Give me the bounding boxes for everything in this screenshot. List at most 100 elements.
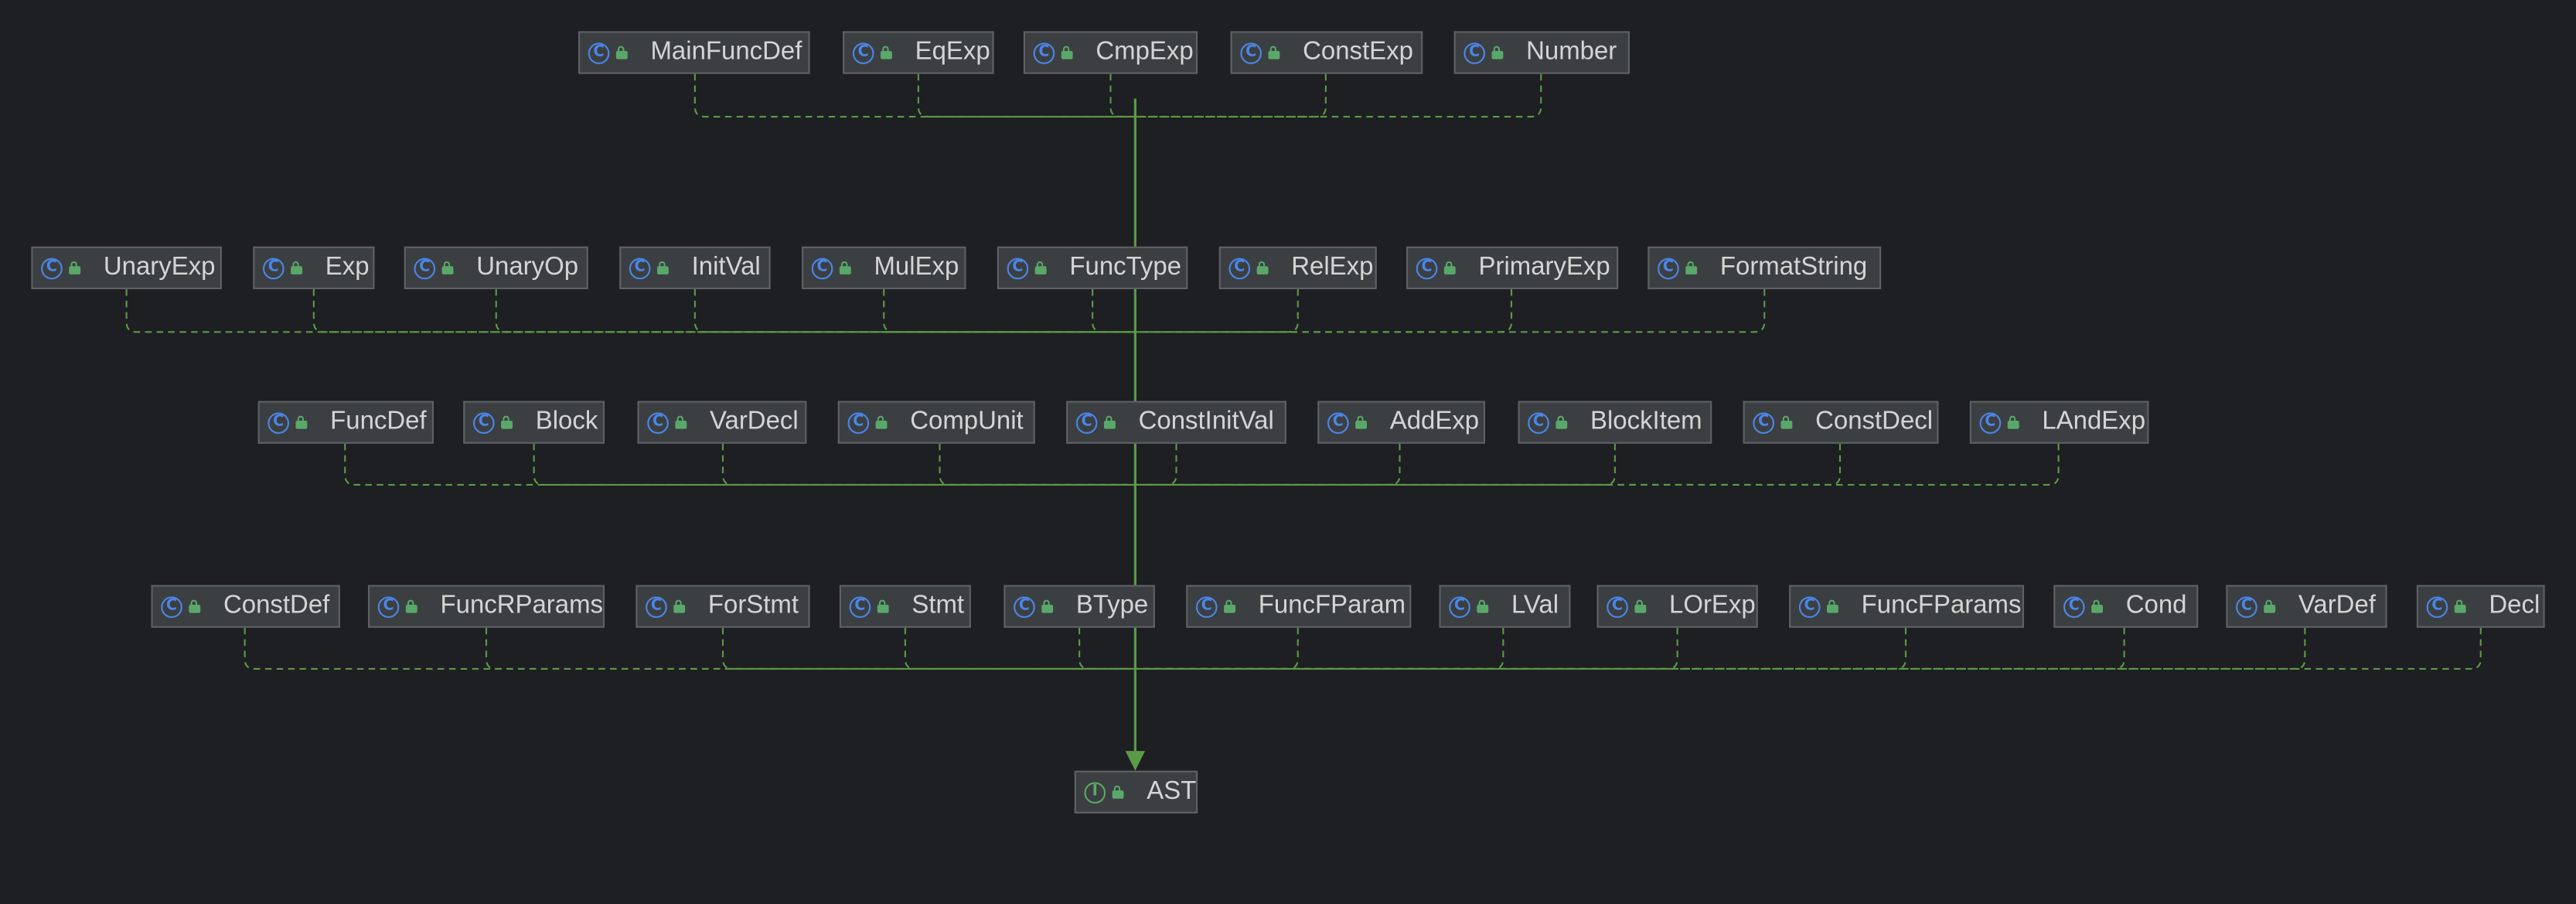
inheritance-edge-btype: [1078, 627, 1136, 670]
lock-icon: [2454, 599, 2466, 613]
class-icon: C: [1798, 595, 1821, 617]
inheritance-edge-stmt: [904, 627, 1136, 670]
node-label: FormatString: [1719, 253, 1868, 281]
inheritance-edge-constdecl: [1135, 443, 1842, 486]
node-label: Exp: [325, 253, 370, 281]
inheritance-edge-primaryexp: [1135, 289, 1513, 333]
inheritance-edge-eqexp: [917, 73, 1136, 118]
node-label: Block: [535, 408, 598, 436]
class-node-lval[interactable]: C LVal: [1439, 585, 1571, 628]
lock-icon: [189, 599, 201, 613]
node-label: ConstExp: [1303, 37, 1413, 66]
class-icon: C: [588, 42, 610, 63]
class-icon: C: [847, 411, 870, 433]
lock-icon: [1491, 46, 1504, 60]
node-label: LAndExp: [2042, 408, 2146, 436]
class-icon: C: [2063, 595, 2085, 617]
lock-icon: [1268, 46, 1280, 60]
inheritance-edge-vardecl: [721, 443, 1136, 486]
inheritance-edge-functype: [1092, 289, 1136, 333]
node-label: ConstDef: [223, 592, 330, 620]
node-label: LVal: [1511, 592, 1559, 620]
inheritance-edge-number: [1135, 73, 1542, 118]
class-node-forstmt[interactable]: C ForStmt: [635, 585, 810, 628]
lock-icon: [295, 415, 308, 429]
class-icon: C: [1033, 42, 1055, 63]
class-icon: C: [1327, 411, 1349, 433]
inheritance-edge-cond: [1135, 627, 2125, 670]
class-icon: C: [811, 257, 833, 279]
class-icon: C: [473, 411, 495, 433]
node-label: FuncDef: [330, 408, 427, 436]
class-icon: C: [646, 595, 667, 617]
lock-icon: [675, 415, 687, 429]
inheritance-edge-funcrparams: [485, 627, 1136, 670]
lock-icon: [673, 599, 686, 613]
lock-icon: [2007, 415, 2019, 429]
class-icon: C: [161, 595, 182, 617]
class-icon: C: [377, 595, 400, 617]
lock-icon: [1780, 415, 1793, 429]
class-icon: C: [1658, 257, 1679, 279]
class-node-formatstring[interactable]: C FormatString: [1647, 246, 1882, 289]
class-node-constdef[interactable]: C ConstDef: [151, 585, 340, 628]
class-icon: C: [1463, 42, 1485, 63]
class-icon: C: [1528, 411, 1549, 433]
inheritance-edge-block: [533, 443, 1136, 486]
lock-icon: [1685, 261, 1698, 275]
class-node-block[interactable]: C Block: [463, 401, 605, 444]
class-icon: C: [1075, 411, 1098, 433]
class-icon: C: [1449, 595, 1470, 617]
inheritance-edge-unaryexp: [125, 289, 1136, 333]
class-icon: C: [41, 257, 63, 279]
class-icon: C: [1007, 257, 1029, 279]
inheritance-edge-decl: [1135, 627, 2482, 670]
class-node-funcrparams[interactable]: C FuncRParams: [368, 585, 605, 628]
node-label: BlockItem: [1590, 408, 1702, 436]
inheritance-edge-compunit: [939, 443, 1136, 486]
node-label: ForStmt: [707, 592, 799, 620]
lock-icon: [1041, 599, 1054, 613]
inheritance-edge-cmpexp: [1109, 73, 1136, 118]
inheritance-edge-lval: [1135, 627, 1504, 670]
node-label: FuncRParams: [440, 592, 604, 620]
node-label: LOrExp: [1669, 592, 1756, 620]
node-label: Stmt: [911, 592, 965, 620]
inheritance-edge-initval: [693, 289, 1136, 333]
lock-icon: [839, 261, 851, 275]
inheritance-edge-mulexp: [883, 289, 1136, 333]
class-node-blockitem[interactable]: C BlockItem: [1518, 401, 1712, 444]
lock-icon: [291, 261, 302, 275]
class-icon: C: [1014, 595, 1035, 617]
